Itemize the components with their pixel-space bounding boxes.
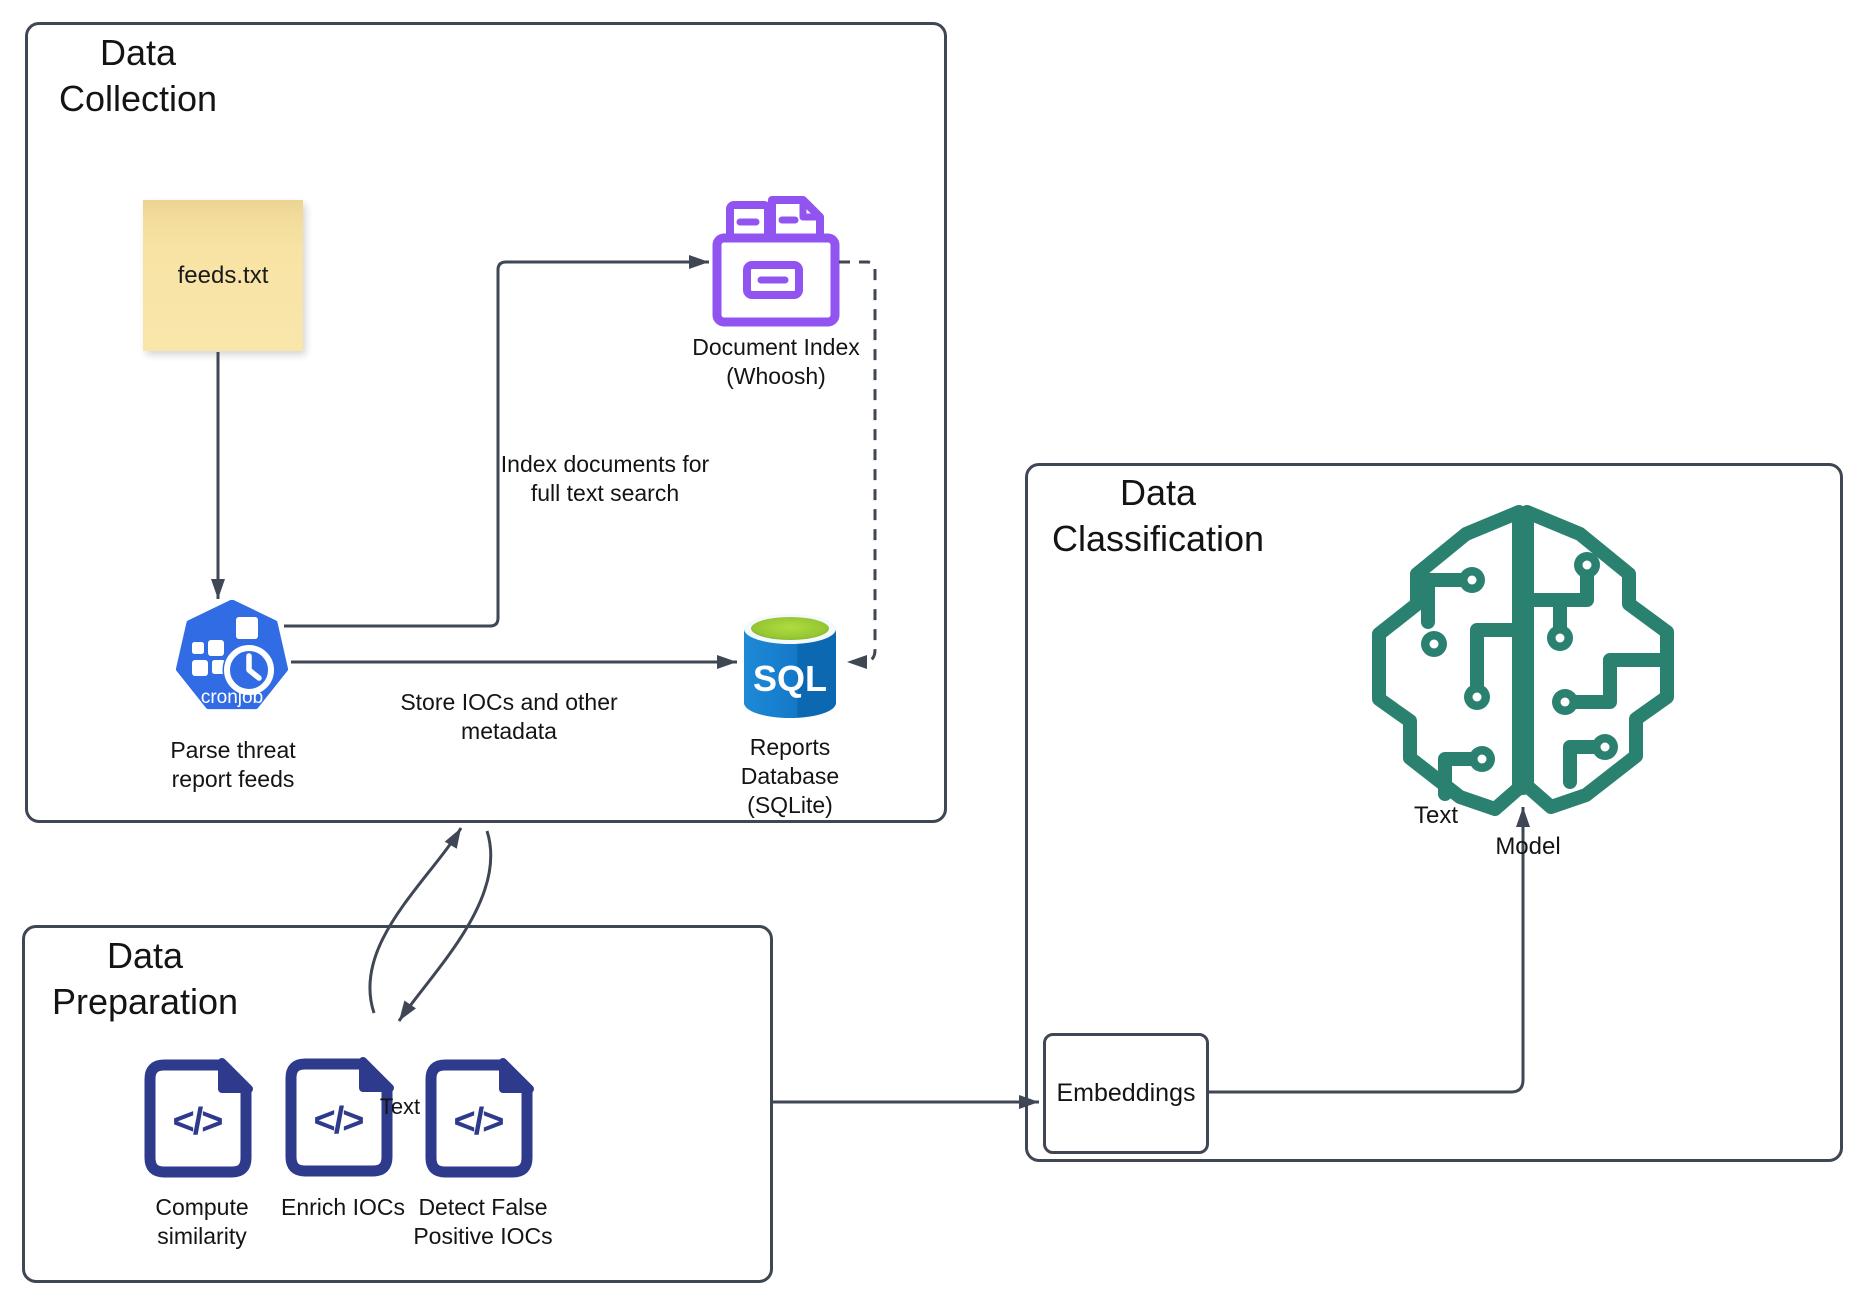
code-file-icon-compute-similarity: </> bbox=[144, 1058, 253, 1178]
embeddings-node: Embeddings bbox=[1043, 1033, 1209, 1154]
db-label-line1: Reports bbox=[749, 734, 831, 760]
embeddings-label: Embeddings bbox=[1056, 1079, 1196, 1107]
data-classification-group-box bbox=[1025, 463, 1843, 1162]
data-classification-title-line2: Classification bbox=[1051, 518, 1265, 560]
code-glyph: </> bbox=[454, 1101, 504, 1143]
parse-threat-feeds-label: Parse threat report feeds bbox=[143, 736, 323, 794]
data-preparation-title-line1: Data bbox=[106, 935, 184, 976]
compute-similarity-label: Compute similarity bbox=[132, 1193, 272, 1251]
store-annotation-line2: metadata bbox=[461, 717, 557, 744]
sql-database-icon: SQL bbox=[744, 614, 836, 718]
data-collection-title-line2: Collection bbox=[58, 78, 218, 120]
code-glyph: </> bbox=[314, 1100, 364, 1142]
cronjob-icon-label: cronjob bbox=[201, 687, 263, 708]
db-label-line3: (SQLite) bbox=[747, 791, 833, 818]
index-documents-annotation: Index documents for full text search bbox=[480, 450, 730, 508]
model-label-word2: Model bbox=[1495, 833, 1561, 860]
cronjob-icon: cronjob bbox=[175, 600, 289, 710]
detect-false-positive-label: Detect False Positive IOCs bbox=[402, 1193, 564, 1251]
model-label-text: Text bbox=[1405, 801, 1467, 831]
parse-label-line1: Parse threat bbox=[170, 737, 296, 763]
feeds-note-label: feeds.txt bbox=[177, 261, 269, 289]
model-label-model: Model bbox=[1487, 832, 1569, 862]
document-index-icon bbox=[712, 196, 840, 327]
db-label-line2: Database bbox=[740, 762, 840, 789]
store-iocs-annotation: Store IOCs and other metadata bbox=[398, 688, 620, 746]
reports-database-label: Reports Database (SQLite) bbox=[730, 733, 850, 819]
store-annotation-line1: Store IOCs and other bbox=[400, 689, 618, 715]
detect-label-line2: Positive IOCs bbox=[413, 1222, 553, 1249]
data-preparation-title: Data Preparation bbox=[32, 933, 258, 1025]
text-overlay-label: Text bbox=[370, 1093, 430, 1121]
feeds-sticky-note: feeds.txt bbox=[143, 200, 303, 351]
enrich-iocs-label: Enrich IOCs bbox=[263, 1193, 423, 1222]
index-annotation-line1: Index documents for bbox=[500, 451, 710, 477]
compute-label-line2: similarity bbox=[157, 1222, 247, 1249]
data-collection-title-line1: Data bbox=[99, 32, 177, 73]
code-glyph: </> bbox=[173, 1101, 223, 1143]
data-collection-group-box bbox=[25, 22, 947, 823]
document-index-label: Document Index (Whoosh) bbox=[685, 333, 867, 391]
detect-label-line1: Detect False bbox=[418, 1194, 548, 1220]
sql-icon-text: SQL bbox=[753, 658, 827, 699]
compute-label-line1: Compute bbox=[155, 1194, 249, 1220]
data-classification-title: Data Classification bbox=[1033, 470, 1283, 562]
data-preparation-title-line2: Preparation bbox=[51, 981, 239, 1023]
enrich-label-line1: Enrich IOCs bbox=[281, 1194, 405, 1220]
parse-label-line2: report feeds bbox=[171, 765, 295, 792]
docindex-label-line1: Document Index bbox=[692, 334, 860, 360]
docindex-label-line2: (Whoosh) bbox=[726, 362, 826, 389]
text-model-brain-icon bbox=[1372, 505, 1674, 816]
text-overlay-word: Text bbox=[379, 1094, 421, 1119]
data-classification-title-line1: Data bbox=[1119, 472, 1197, 513]
data-collection-title: Data Collection bbox=[38, 30, 238, 122]
code-file-icon-enrich-iocs: </> bbox=[285, 1057, 394, 1177]
model-label-word1: Text bbox=[1413, 802, 1458, 829]
index-annotation-line2: full text search bbox=[530, 479, 680, 506]
code-file-icon-detect-false-positives: </> bbox=[425, 1058, 534, 1178]
